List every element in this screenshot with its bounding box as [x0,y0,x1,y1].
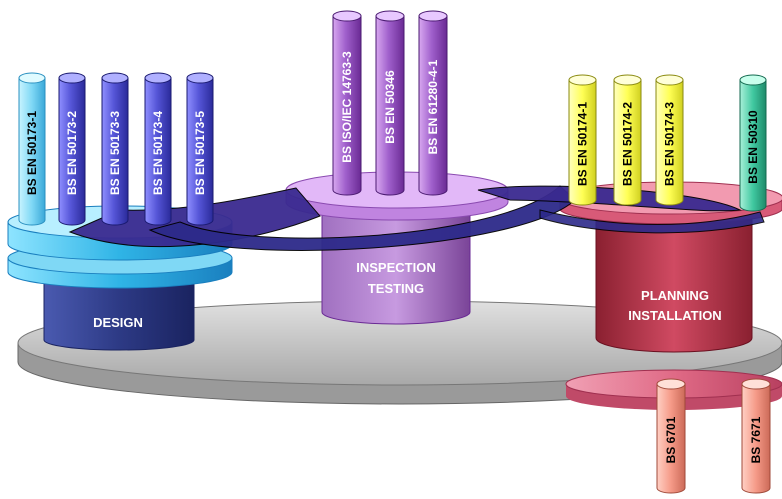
base-platform [17,300,782,405]
standard-label: BS EN 50173-5 [193,111,207,195]
standard-pillar: BS EN 61280-4-1 [418,10,448,196]
standard-label: BS EN 50173-2 [65,111,79,195]
standard-label: BS EN 50174-3 [663,102,677,186]
planning-label-line1: PLANNING [641,288,709,303]
standard-pillar: BS EN 50346 [375,10,405,196]
standard-label: BS EN 50173-4 [151,111,165,195]
standard-pillar: BS EN 50173-5 [186,72,214,226]
inspection-label-line1: INSPECTION [356,260,435,275]
standard-pillar: BS 7671 [741,378,771,494]
planning-label-line2: INSTALLATION [628,308,721,323]
standard-pillar: BS EN 50173-2 [58,72,86,226]
standard-pillar: BS EN 50173-4 [144,72,172,226]
standard-pillar: BS EN 50174-1 [568,74,597,206]
design-label: DESIGN [93,315,143,330]
standard-label: BS EN 50310 [746,110,760,184]
planning-stack: PLANNING INSTALLATION [558,181,782,353]
standard-label: BS 6701 [664,416,678,463]
standard-label: BS 7671 [749,416,763,463]
standard-label: BS EN 50173-3 [108,111,122,195]
standard-label: BS EN 50174-2 [621,102,635,186]
standard-label: BS EN 50173-1 [25,111,39,195]
standard-pillar: BS 6701 [656,378,686,494]
standard-label: BS EN 61280-4-1 [426,59,440,154]
standard-pillar: BS ISO/IEC 14763-3 [332,10,362,196]
standard-label: BS ISO/IEC 14763-3 [340,51,354,163]
standard-label: BS EN 50174-1 [576,102,590,186]
standard-pillar: BS EN 50174-3 [655,74,684,206]
standard-pillar: BS EN 50310 [739,74,767,212]
standard-pillar: BS EN 50174-2 [613,74,642,206]
standard-label: BS EN 50346 [383,70,397,144]
standard-pillar: BS EN 50173-3 [101,72,129,226]
standard-pillar: BS EN 50173-1 [18,72,46,226]
inspection-label-line2: TESTING [368,281,424,296]
